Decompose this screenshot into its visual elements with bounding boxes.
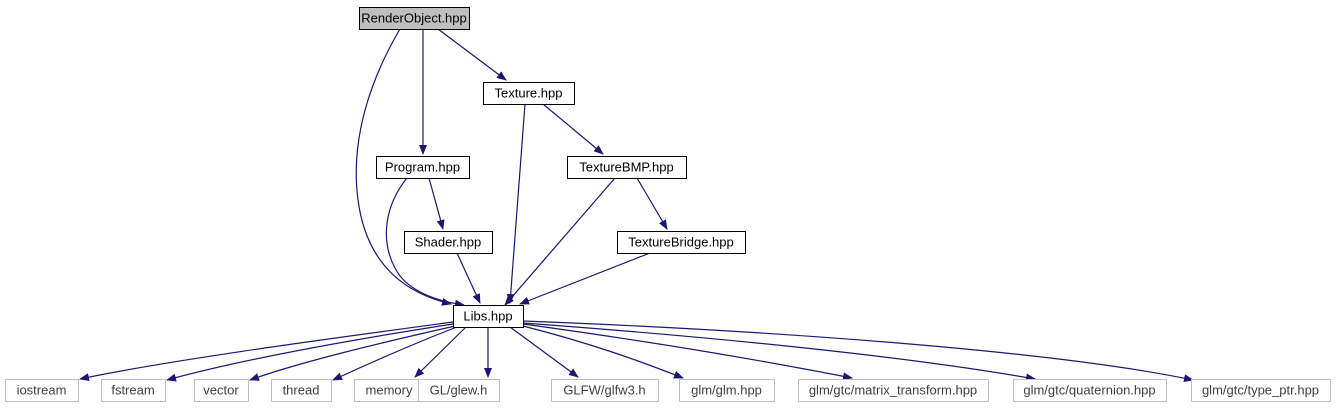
- node-shader[interactable]: Shader.hpp: [404, 231, 493, 254]
- node-matrix-transform[interactable]: glm/gtc/matrix_transform.hpp: [798, 379, 989, 402]
- node-thread[interactable]: thread: [271, 379, 332, 402]
- edge-program-to-shader: [428, 177, 445, 230]
- node-label: Shader.hpp: [415, 235, 482, 250]
- edge-texture-bridge-to-libs: [519, 252, 651, 305]
- node-box: [679, 379, 775, 402]
- node-label: fstream: [111, 383, 154, 398]
- node-box: [1191, 379, 1331, 402]
- node-glew[interactable]: GL/glew.h: [418, 379, 500, 402]
- node-label: vector: [203, 383, 239, 398]
- node-label: glm/gtc/matrix_transform.hpp: [809, 383, 977, 398]
- edge-texture-bmp-to-libs: [504, 177, 616, 306]
- node-glfw3[interactable]: GLFW/glfw3.h: [551, 379, 659, 402]
- node-program[interactable]: Program.hpp: [376, 156, 470, 179]
- edge-render-object-to-texture: [437, 28, 507, 81]
- node-box: [404, 231, 493, 254]
- node-label: TextureBMP.hpp: [579, 160, 673, 175]
- node-memory[interactable]: memory: [354, 379, 425, 402]
- node-label: GLFW/glfw3.h: [563, 383, 645, 398]
- node-fstream[interactable]: fstream: [101, 379, 166, 402]
- edge-libs-to-type-ptr: [522, 320, 1194, 383]
- node-quaternion[interactable]: glm/gtc/quaternion.hpp: [1013, 379, 1167, 402]
- node-glm[interactable]: glm/glm.hpp: [679, 379, 775, 402]
- node-box: [567, 156, 687, 179]
- node-label: glm/gtc/quaternion.hpp: [1023, 383, 1155, 398]
- node-box: [1013, 379, 1167, 402]
- node-label: memory: [366, 383, 413, 398]
- node-label: glm/glm.hpp: [691, 383, 762, 398]
- node-box: [194, 379, 249, 402]
- edge-texture-bmp-to-texture-bridge: [636, 177, 668, 230]
- edge-libs-to-glm: [522, 325, 684, 379]
- node-label: iostream: [17, 383, 67, 398]
- node-render-object[interactable]: RenderObject.hpp: [359, 7, 470, 30]
- node-vector[interactable]: vector: [194, 379, 249, 402]
- node-label: Texture.hpp: [495, 86, 563, 101]
- node-box: [271, 379, 332, 402]
- node-label: Libs.hpp: [463, 309, 512, 324]
- node-box: [101, 379, 166, 402]
- node-label: glm/gtc/type_ptr.hpp: [1202, 383, 1319, 398]
- node-label: GL/glew.h: [430, 383, 488, 398]
- node-box: [798, 379, 989, 402]
- node-box: [5, 379, 79, 402]
- node-type-ptr[interactable]: glm/gtc/type_ptr.hpp: [1191, 379, 1331, 402]
- edge-libs-to-quaternion: [522, 322, 1036, 382]
- node-box: [483, 82, 575, 105]
- edge-texture-to-texture-bmp: [542, 103, 604, 155]
- node-iostream[interactable]: iostream: [5, 379, 79, 402]
- edge-libs-to-glfw3: [509, 326, 579, 378]
- node-label: Program.hpp: [385, 160, 460, 175]
- node-box: [453, 305, 524, 328]
- node-box: [359, 7, 470, 30]
- node-texture-bridge[interactable]: TextureBridge.hpp: [617, 231, 746, 254]
- node-label: thread: [283, 383, 320, 398]
- edge-libs-to-thread: [332, 326, 458, 381]
- node-label: TextureBridge.hpp: [628, 235, 734, 250]
- edge-libs-to-memory: [414, 326, 467, 378]
- edge-libs-to-iostream: [79, 321, 454, 382]
- edge-render-object-to-libs: [355, 28, 452, 306]
- node-box: [617, 231, 746, 254]
- node-box: [418, 379, 500, 402]
- edge-libs-to-matrix-transform: [522, 323, 853, 381]
- edges: [79, 28, 1194, 383]
- node-libs[interactable]: Libs.hpp: [453, 305, 524, 328]
- edge-libs-to-vector: [249, 325, 456, 381]
- node-box: [376, 156, 470, 179]
- edge-shader-to-libs: [456, 252, 481, 304]
- edge-program-to-libs: [385, 177, 465, 308]
- node-label: RenderObject.hpp: [361, 11, 467, 26]
- node-box: [551, 379, 659, 402]
- node-texture-bmp[interactable]: TextureBMP.hpp: [567, 156, 687, 179]
- edge-texture-to-libs: [506, 103, 526, 304]
- node-texture[interactable]: Texture.hpp: [483, 82, 575, 105]
- edge-libs-to-fstream: [166, 323, 454, 382]
